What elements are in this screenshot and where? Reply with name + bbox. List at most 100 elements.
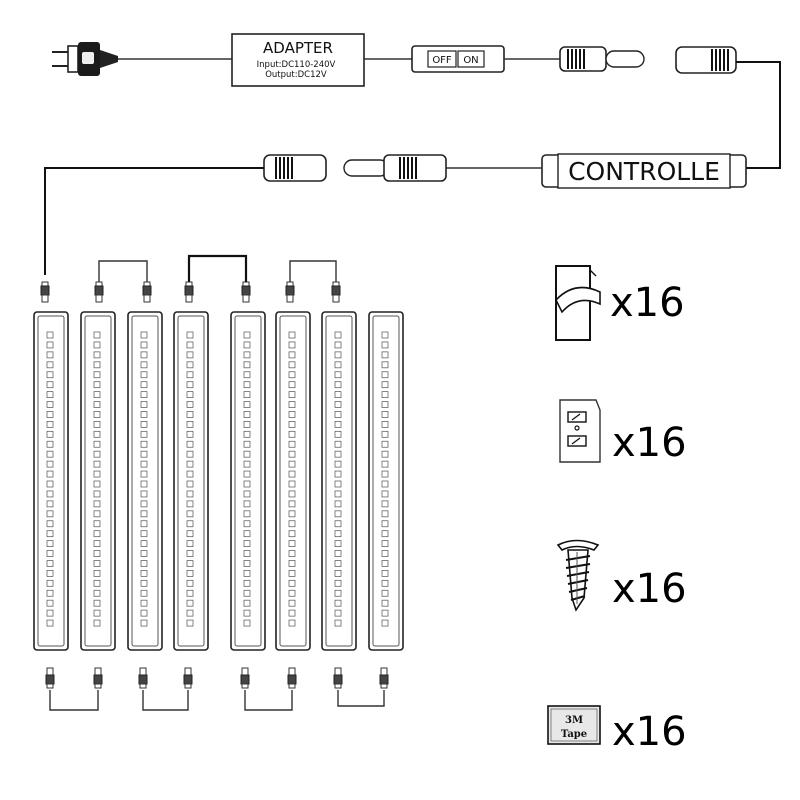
led-chip [381,351,389,359]
led-chip [186,589,194,597]
led-chip [381,510,389,518]
led-chip [381,470,389,478]
led-chip [288,411,296,418]
led-chip [140,361,148,369]
power-plug-icon [52,42,118,76]
led-chip [381,609,389,617]
led-chip [334,560,342,567]
led-chip [334,371,342,379]
led-chip [93,361,101,369]
inline-switch[interactable]: OFF ON [411,45,505,73]
led-chip [140,351,148,359]
led-chip [288,460,296,468]
light-bar [230,311,266,651]
switch-off-label: OFF [432,55,452,66]
led-chip [288,490,296,498]
led-chip [93,599,101,607]
led-chip [93,331,101,339]
led-chip [186,440,194,448]
led-chip [334,530,342,538]
led-chip [334,450,342,458]
led-chip [334,609,342,617]
light-bar [368,311,404,651]
led-chip [186,570,194,577]
bar-plug [287,667,297,689]
led-chip [46,331,54,339]
led-chip [381,589,389,597]
controller-box[interactable]: CONTROLLE [541,153,747,189]
bar-plug [183,667,193,689]
led-chip [140,520,148,528]
led-chip [334,351,342,359]
led-chip [381,420,389,428]
led-chip [288,480,296,488]
led-chip [186,540,194,547]
led-chip [140,550,148,557]
led-chip [288,420,296,428]
led-chip [140,619,148,627]
clip-quantity: x16 [610,280,685,326]
led-chip [140,420,148,428]
led-chip [381,440,389,448]
led-chip [140,480,148,488]
led-chip [334,401,342,408]
3m-tape-icon: 3M Tape [547,705,601,745]
led-chip [140,579,148,587]
led-chip [288,381,296,389]
female-connector [675,46,737,74]
led-chip [243,341,251,349]
led-chip [334,331,342,339]
bar-plug [45,667,55,689]
led-chip [186,420,194,428]
led-chip [243,371,251,379]
led-chip [243,361,251,369]
led-chip [46,450,54,458]
led-chip [93,381,101,389]
led-chip [381,619,389,627]
cable [44,167,264,275]
led-chip [186,371,194,379]
led-chip [243,530,251,538]
led-chip [243,510,251,518]
adapter-input-spec: Input:DC110-240V [257,60,336,70]
led-chip [46,371,54,379]
led-chip [288,599,296,607]
led-chip [93,560,101,567]
led-chip [93,430,101,438]
led-chip [243,331,251,339]
led-chip [334,470,342,478]
led-chip [93,570,101,577]
led-chip [140,570,148,577]
led-chip [334,570,342,577]
led-chip [381,411,389,418]
bar-plug [240,667,250,689]
led-chip [334,619,342,627]
led-chip [93,341,101,349]
adapter-box: ADAPTER Input:DC110-240V Output:DC12V [231,33,365,87]
led-chip [334,579,342,587]
screw-anchor-icon [556,539,600,612]
bar-plug [138,667,148,689]
light-bar [80,311,116,651]
led-chip [243,619,251,627]
led-chip [288,550,296,557]
led-chip [186,460,194,468]
led-chip [46,420,54,428]
led-chip [243,570,251,577]
led-chip [186,579,194,587]
led-chip [334,510,342,518]
bottom-jumpers [49,690,385,711]
led-chip [186,480,194,488]
controller-label: CONTROLLE [568,157,720,186]
led-chip [243,540,251,547]
led-chip [381,530,389,538]
led-chip [381,331,389,339]
led-chip [93,401,101,408]
led-chip [93,411,101,418]
led-chip [186,560,194,567]
led-chip [186,341,194,349]
led-chip [93,391,101,399]
led-chip [381,361,389,369]
led-chip [243,450,251,458]
led-chip [288,530,296,538]
